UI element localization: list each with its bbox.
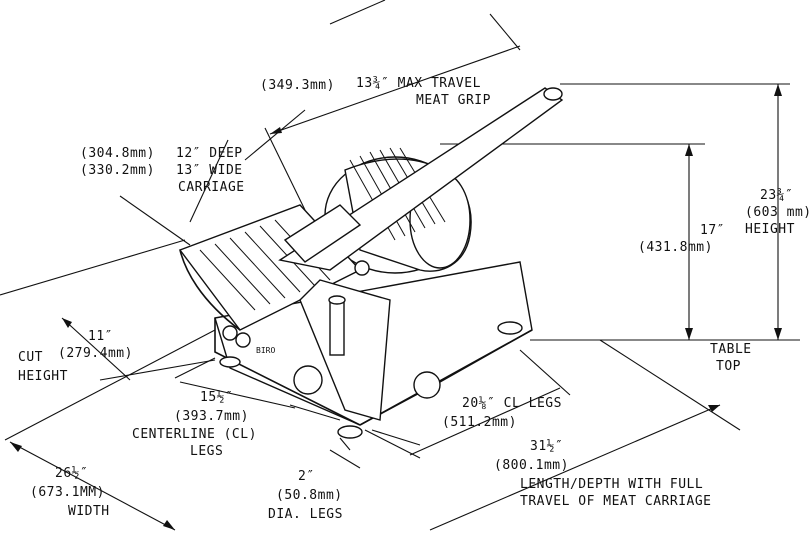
handle-post — [329, 299, 345, 356]
cl-legs-label: LEGS — [190, 444, 224, 459]
deep-in: 12″ DEEP — [176, 146, 243, 161]
cut-ext-line — [99, 359, 216, 381]
arrowhead — [685, 328, 693, 340]
arrowhead — [62, 318, 72, 328]
cut-height-label: HEIGHT — [18, 369, 68, 384]
ext-line — [264, 127, 306, 211]
length-in: 31½″ — [530, 439, 564, 454]
arrowhead — [10, 442, 22, 452]
side-knob — [413, 371, 441, 399]
arrowhead — [774, 328, 782, 340]
meat-grip-label: MEAT GRIP — [416, 93, 491, 108]
tray-lip — [179, 249, 241, 331]
brand-badge: BIRO — [256, 346, 276, 355]
leg-right — [497, 321, 523, 335]
centerline-label: CENTERLINE (CL) — [132, 427, 257, 442]
base-side-edge — [359, 329, 533, 426]
top-dim-line — [329, 0, 386, 25]
grip-pivot — [354, 260, 370, 276]
length-ext — [599, 339, 741, 431]
wide-in: 13″ WIDE — [176, 163, 243, 178]
deep-mm: (304.8mm) — [80, 146, 155, 161]
height-17-mm: (431.8mm) — [638, 240, 713, 255]
cut-height-in: 11″ — [88, 329, 113, 344]
cl-legs-dim-line — [179, 381, 296, 409]
arrowhead — [685, 144, 693, 156]
dia-mm: (50.8mm) — [276, 488, 343, 503]
cut-height-dim-line — [61, 317, 131, 381]
dia-in: 2″ — [298, 469, 315, 484]
length-mm: (800.1mm) — [494, 458, 569, 473]
table-label: TABLE — [710, 342, 752, 357]
leg-front — [337, 425, 363, 439]
height-label: HEIGHT — [745, 222, 795, 237]
height-23-mm: (603 mm) — [745, 205, 811, 220]
width-in: 26½″ — [55, 466, 89, 481]
width-label: WIDTH — [68, 504, 110, 519]
width-mm: (673.1MM) — [30, 485, 105, 500]
cl20-ext-2 — [519, 349, 571, 396]
cl20-ext — [364, 429, 421, 459]
front-knob — [293, 365, 323, 395]
cl-legs-in: 15½″ — [200, 390, 234, 405]
width-ext-line — [4, 329, 216, 441]
cl-ext — [174, 357, 216, 379]
carriage-leader-3 — [244, 109, 306, 161]
length-dim-line — [429, 404, 721, 531]
handle-top — [328, 295, 346, 305]
max-travel-mm: (349.3mm) — [260, 78, 335, 93]
max-travel-dim-line — [269, 45, 521, 135]
cl-legs-mm: (393.7mm) — [174, 409, 249, 424]
arrowhead — [774, 84, 782, 96]
arrowhead — [163, 520, 175, 530]
grip-head — [283, 204, 362, 263]
carriage-label: CARRIAGE — [178, 180, 245, 195]
dia-legs-label: DIA. LEGS — [268, 507, 343, 522]
top-ext-line — [489, 13, 521, 51]
height-17-in: 17″ — [700, 223, 725, 238]
carriage-leader-2 — [189, 139, 229, 223]
dia-ext-2 — [371, 429, 421, 446]
dia-ext — [339, 437, 351, 451]
dia-legs-dim — [329, 449, 361, 469]
carriage-leader — [119, 195, 191, 246]
base-front-edge — [214, 318, 361, 426]
cl-ext-2 — [289, 404, 341, 421]
cl20-mm: (511.2mm) — [442, 415, 517, 430]
length-line2: TRAVEL OF MEAT CARRIAGE — [520, 494, 712, 509]
cl20-legs: 20⅛″ CL LEGS — [462, 396, 562, 411]
wide-mm: (330.2mm) — [80, 163, 155, 178]
length-line1: LENGTH/DEPTH WITH FULL — [520, 477, 704, 492]
leg-left — [219, 356, 241, 368]
width-dim-line — [9, 441, 176, 531]
carriage-support — [299, 279, 391, 421]
switch-1 — [222, 325, 238, 341]
cut-label: CUT — [18, 350, 43, 365]
arrowhead — [708, 405, 720, 412]
top-label: TOP — [716, 359, 741, 374]
max-travel-in: 13¾″ MAX TRAVEL — [356, 76, 481, 91]
ext-line-left — [0, 239, 186, 296]
height-23-in: 23¾″ — [760, 188, 794, 203]
cut-height-mm: (279.4mm) — [58, 346, 133, 361]
cl20-dim-line — [409, 387, 561, 456]
grip-knob — [543, 87, 563, 101]
switch-2 — [235, 332, 251, 348]
